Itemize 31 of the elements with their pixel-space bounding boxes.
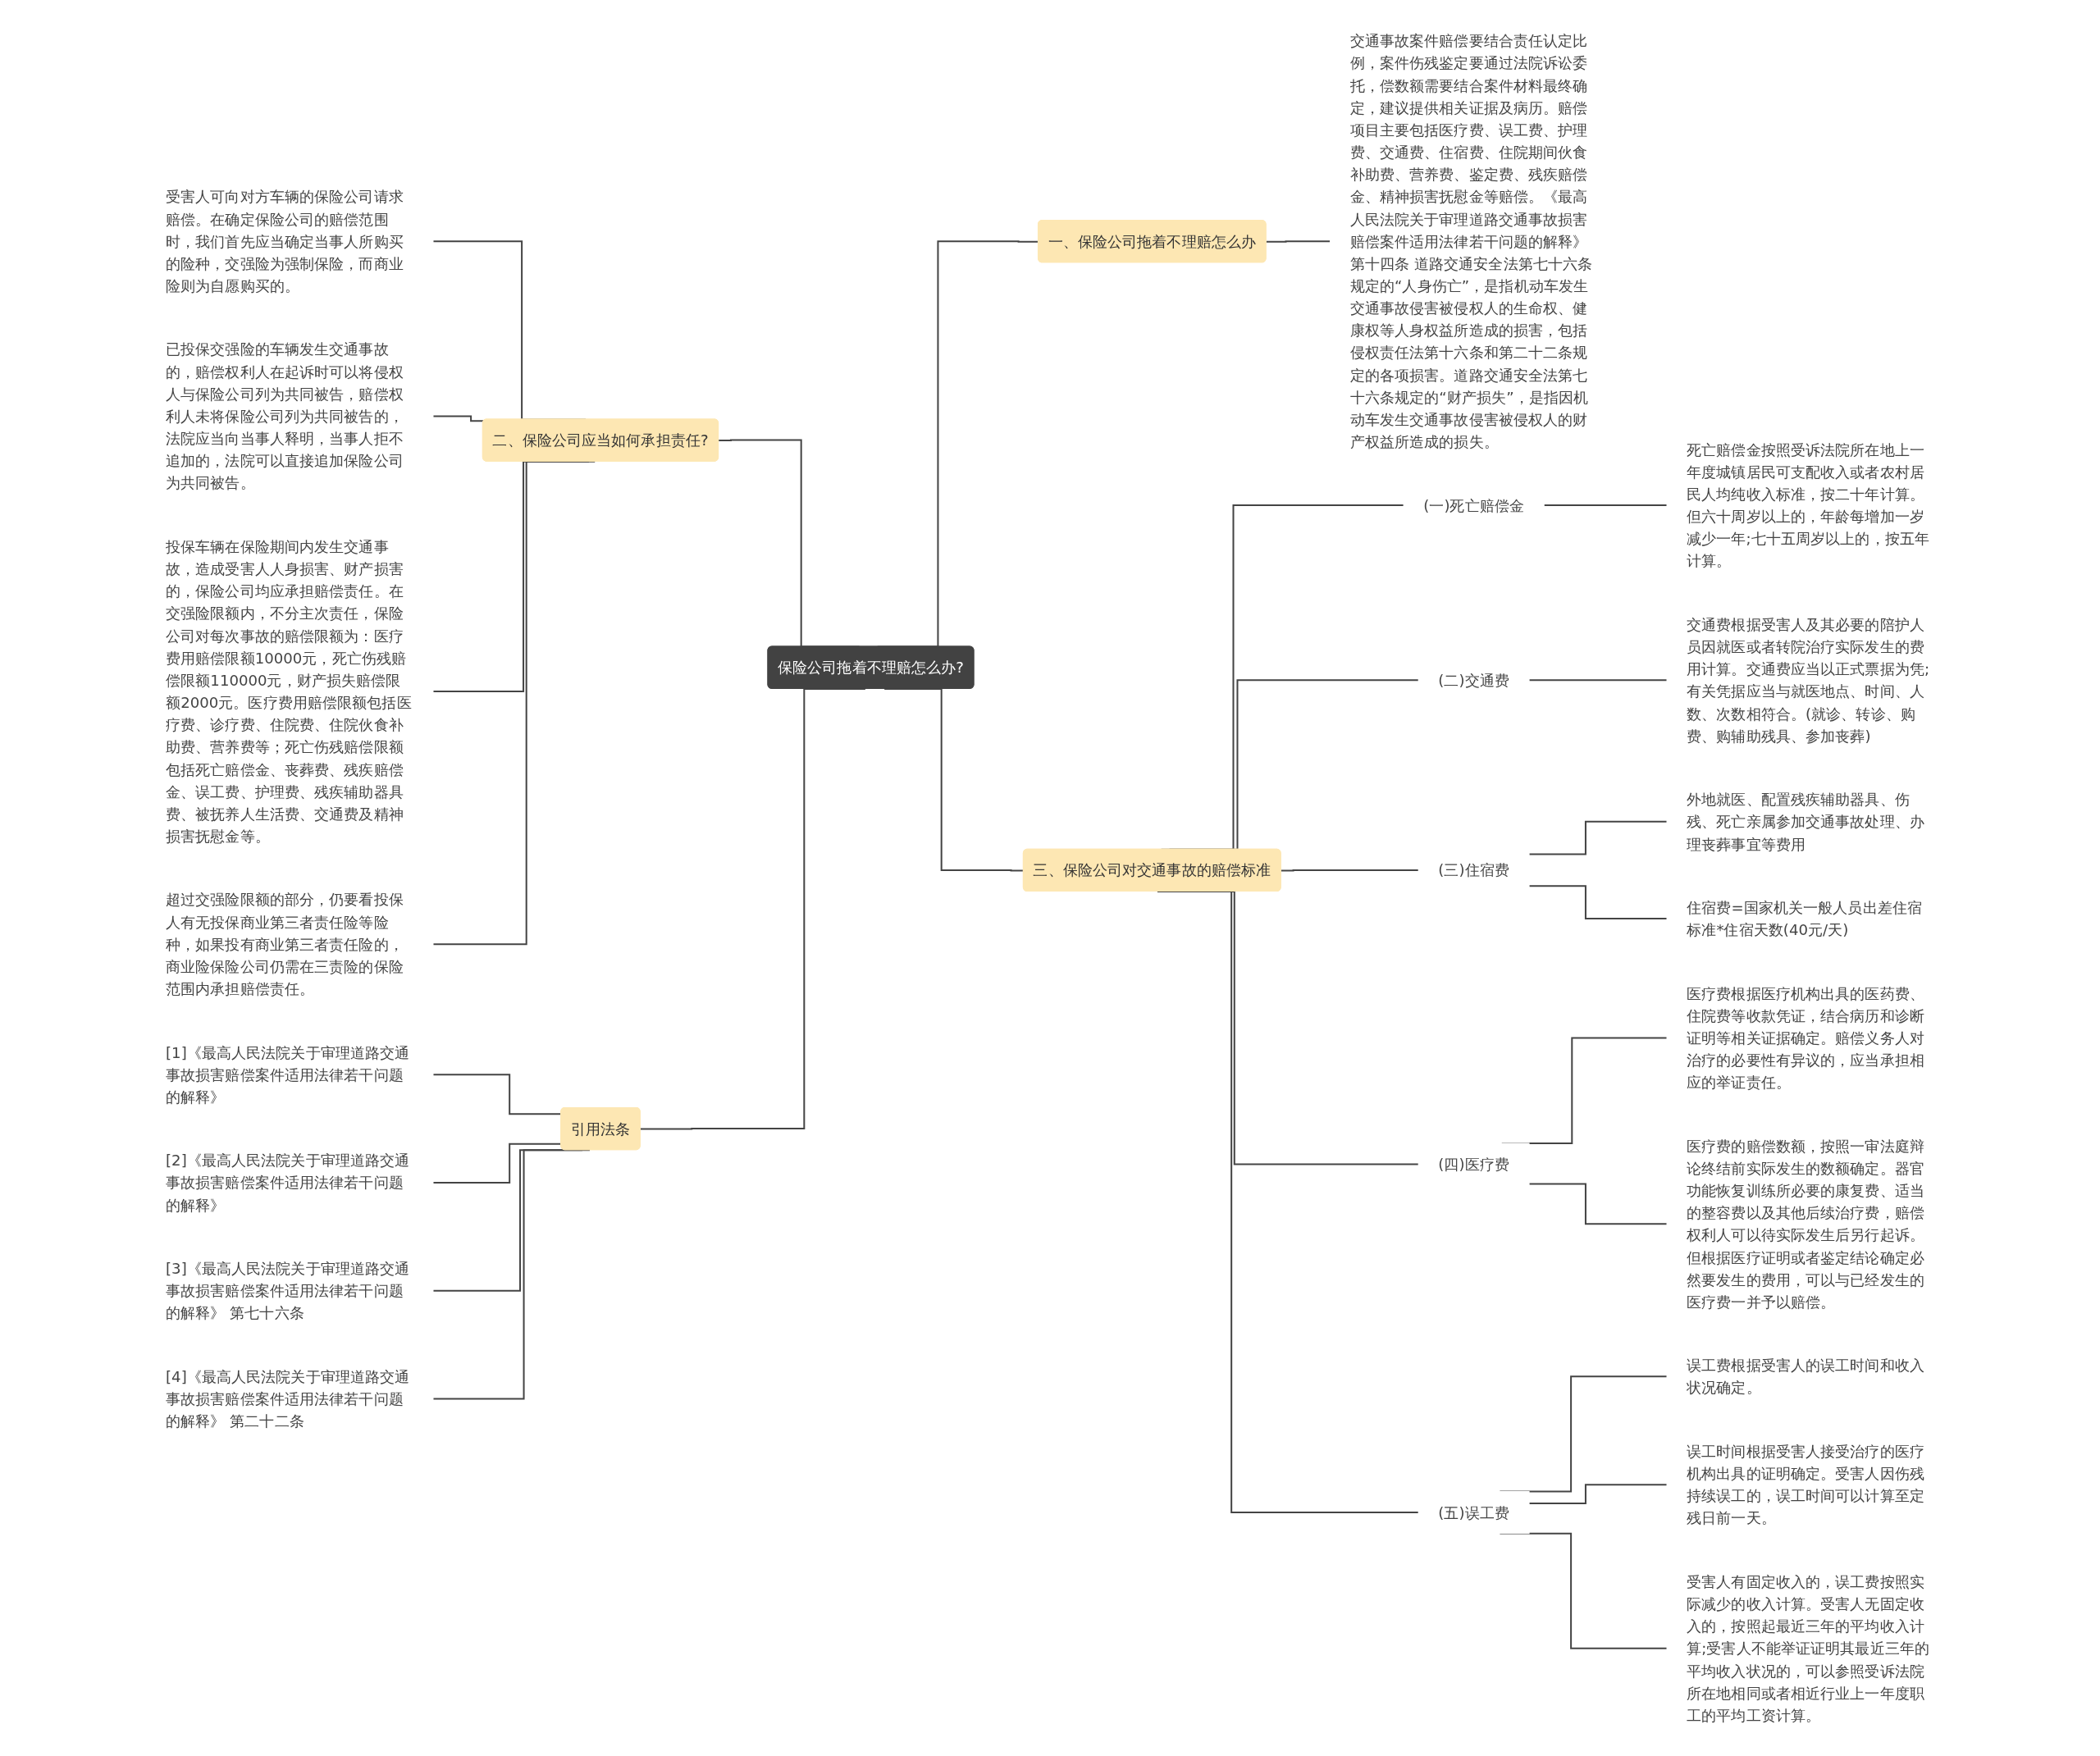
node-text: [2]《最高人民法院关于审理道路交通事故损害赔偿案件适用法律若干问题的解释》 <box>166 1152 410 1214</box>
node-text: (一)死亡赔偿金 <box>1423 496 1525 514</box>
connector <box>433 415 485 422</box>
connector <box>1529 679 1667 682</box>
node-text: 外地就医、配置残疾辅助器具、伤残、死亡亲属参加交通事故处理、办理丧葬事宜等费用 <box>1687 791 1924 853</box>
connector <box>433 1149 590 1400</box>
connector <box>1529 1183 1667 1225</box>
connector <box>1529 885 1667 920</box>
connector <box>1544 504 1667 507</box>
node-text: 住宿费=国家机关一般人员出差住宿标准*住宿天数(40元/天) <box>1687 898 1922 939</box>
node-text: [1]《最高人民法院关于审理道路交通事故损害赔偿案件适用法律若干问题的解释》 <box>166 1043 410 1106</box>
node-text: 医疗费的赔偿数额，按照一审法庭辩论终结前实际发生的数额确定。器官功能恢复训练所必要的康复费、适当的整容费以及其他后续治疗费，赔偿权利人可以待实际发生后另行起诉。但根据医疗证明或者鉴定结论确定必然要发生的费用，可以与已经发生的医疗费一并予以赔偿。 <box>1687 1137 1924 1311</box>
node-text: 投保车辆在保险期间内发生交通事故，造成受害人人身损害、财产损害的，保险公司均应承担赔偿责任。在交强险限额内，不分主次责任，保险公司对每次事故的赔偿限额为：医疗费用赔偿限额10000元，死亡伤残赔偿限额110000元，财产损失赔偿限额2000元。医疗费用赔偿限额包括医疗费、诊疗费、住院费、住院伙食补助费、营养费等；死亡伤残赔偿限额包括死亡赔偿金、丧葬费、残疾赔偿金、误工费、护理费、残疾辅助器具费、被抚养人生活费、交通费及精神损害抚慰金等。 <box>166 537 412 846</box>
node-text: 医疗费根据医疗机构出具的医药费、住院费等收款凭证，结合病历和诊断证明等相关证据确定。赔偿义务人对治疗的必要性有异议的，应当承担相应的举证责任。 <box>1687 984 1924 1092</box>
node-text: [4]《最高人民法院关于审理道路交通事故损害赔偿案件适用法律若干问题的解释》 第二十二条 <box>166 1367 410 1430</box>
node-text: 受害人有固定收入的，误工费按照实际减少的收入计算。受害人无固定收入的，按照起最近三年的平均收入计算;受害人不能举证证明其最近三年的平均收入状况的，可以参照受诉法院所在地相同或者相近行业上一年度职工的平均工资计算。 <box>1687 1572 1929 1724</box>
node-text: 超过交强险限额的部分，仍要看投保人有无投保商业第三者责任险等险种，如果投有商业第三者责任险的，商业险保险公司仍需在三责险的保险范围内承担赔偿责任。 <box>166 891 404 998</box>
node-text: 死亡赔偿金按照受诉法院所在地上一年度城镇居民可支配收入或者农村居民人均纯收入标准，按二十年计算。但六十周岁以上的，年龄每增加一岁减少一年;七十五周岁以上的，按五年计算。 <box>1687 440 1929 570</box>
connector <box>1281 869 1419 872</box>
node-text: 误工时间根据受害人接受治疗的医疗机构出具的证明确定。受害人因伤残持续误工的，误工时间可以计算至定残日前一天。 <box>1687 1442 1924 1527</box>
connector <box>1529 820 1667 855</box>
node-text: [3]《最高人民法院关于审理道路交通事故损害赔偿案件适用法律若干问题的解释》 第七十六条 <box>166 1260 410 1322</box>
node-text: 已投保交强险的车辆发生交通事故的，赔偿权利人在起诉时可以将侵权人与保险公司列为共同被告，赔偿权利人未将保险公司列为共同被告的，法院应当向当事人释明，当事人拒不追加的，法院可以直接追加保险公司为共同被告。 <box>166 340 404 492</box>
node-text: 交通费根据受害人及其必要的陪护人员因就医或者转院治疗实际发生的费用计算。交通费应当以正式票据为凭;有关凭据应当与就医地点、时间、人数、次数相符合。(就诊、转诊、购费、购辅助残具、参加丧葬) <box>1687 615 1929 745</box>
connector <box>1266 240 1331 243</box>
connector <box>1529 1484 1667 1504</box>
node-text: (三)住宿费 <box>1438 861 1509 879</box>
node-text: 受害人可向对方车辆的保险公司请求赔偿。在确定保险公司的赔偿范围时，我们首先应当确定当事人所购买的险种，交强险为强制保险，而商业险则为自愿购买的。 <box>166 188 404 295</box>
node-text: 交通事故案件赔偿要结合责任认定比例，案件伤残鉴定要通过法院诉讼委托，偿数额需要结合案件材料最终确定，建议提供相关证据及病历。赔偿项目主要包括医疗费、误工费、护理费、交通费、住宿费、住院期间伙食补助费、营养费、鉴定费、残疾赔偿金、精神损害抚慰金等赔偿。《最高人民法院关于审理道路交通事故损害赔偿案件适用法律若干问题的解释》第十四条 道路交通安全法第七十六条规定的“人身伤亡”，是指机动车发生交通事故侵害被侵权人的生命权、健康权等人身权益所造成的损害，包括侵权责任法第十六条和第二十二条规定的各项损害。道路交通安全法第七十六条规定的“财产损失”，是指因机动车发生交通事故侵害被侵权人的财产权益所造成的损失。 <box>1349 32 1593 451</box>
node-text: (二)交通费 <box>1438 671 1509 689</box>
node-text: 误工费根据受害人的误工时间和收入状况确定。 <box>1687 1357 1924 1397</box>
